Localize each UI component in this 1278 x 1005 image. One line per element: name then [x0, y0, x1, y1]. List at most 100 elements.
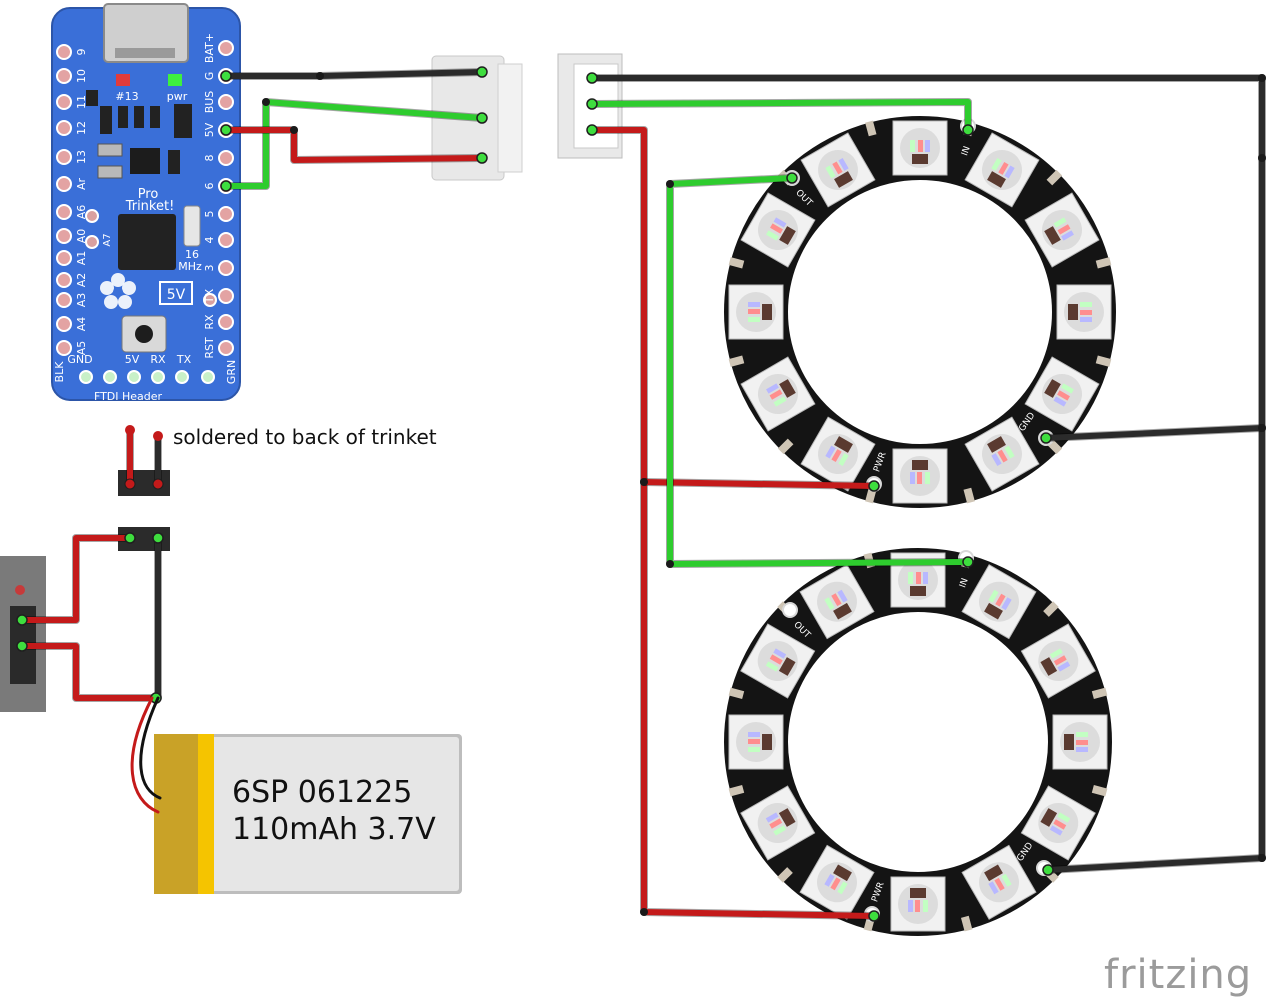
led-die-blue [825, 445, 836, 459]
ring1-out-joint [786, 172, 798, 184]
led-chip [762, 734, 772, 750]
led-die-blue [838, 158, 849, 171]
led-die-red [830, 877, 841, 891]
pin-pad-left-a0 [56, 228, 72, 244]
led-die-blue [773, 648, 787, 659]
led-die-blue [923, 572, 928, 584]
wire-bendpoint [666, 560, 674, 568]
pin-label-right-5: 5 [203, 211, 216, 218]
female-pin-2 [586, 98, 598, 110]
wires [16, 66, 1266, 922]
pin-label-left-a0: A0 [75, 229, 88, 244]
slide-switch[interactable] [0, 556, 46, 712]
ftdi-label-blk: BLK [53, 361, 66, 383]
pin-label-a7: A7 [102, 233, 113, 246]
led-chip [1064, 734, 1074, 750]
crystal-label-2: MHz [178, 260, 202, 273]
pin-label-left-a6: A6 [75, 205, 88, 220]
ring-capacitor [777, 867, 793, 883]
led-die-blue [837, 589, 848, 603]
header-lower-pin-1 [124, 532, 136, 544]
led-die-green [825, 165, 836, 179]
led-die-green [1076, 732, 1088, 737]
ring-capacitor [777, 438, 794, 455]
wire-power-ring1 [641, 479, 877, 489]
battery-lead-black [139, 696, 162, 800]
pin-pad-left-a1 [56, 250, 72, 266]
wire-bendpoint [1258, 154, 1266, 162]
crystal [183, 205, 201, 247]
led-die-blue [1076, 747, 1088, 752]
led-die-green [837, 881, 848, 895]
pin-pad-left-a4 [56, 316, 72, 332]
pin-label-left-a2: A2 [75, 273, 88, 288]
led-die-blue [925, 140, 930, 152]
pin-label-left-12: 12 [75, 121, 88, 135]
pin-pad-left-a3 [56, 292, 72, 308]
wire-bendpoint [262, 98, 270, 106]
header-upper-pin-2 [152, 478, 164, 490]
neopixel-led [961, 564, 1037, 640]
pin-label-left-a3: A3 [75, 293, 88, 308]
led-die-blue [766, 383, 779, 394]
wire-ring1-out-to-ring2-in [667, 175, 971, 567]
pin-pad-right-5 [218, 206, 234, 222]
ring2-gnd-joint [1042, 864, 1054, 876]
pin-label-right-6: 6 [203, 183, 216, 190]
pin-pad-right-3 [218, 260, 234, 276]
led-die-green [748, 317, 760, 322]
ring1-pwr-joint [868, 480, 880, 492]
led-chip [912, 154, 928, 164]
ring-label-in: IN [958, 577, 971, 589]
led-die-green [1061, 383, 1074, 394]
ring1-gnd-joint [1040, 432, 1052, 444]
female-pin-1 [586, 72, 598, 84]
connector-pin-1 [476, 66, 488, 78]
pin-label-left-ar: Ar [75, 178, 88, 191]
pin-label-right-tx: TX [203, 288, 216, 304]
neopixel-led [740, 785, 816, 861]
ring-capacitor [1091, 687, 1108, 700]
led-chip [833, 602, 852, 620]
led-chip [984, 602, 1003, 620]
pin-pad-left-ar [56, 176, 72, 192]
led-chip [987, 436, 1006, 453]
led-die-red [1080, 310, 1092, 315]
wire-bendpoint [290, 126, 298, 134]
ftdi-label-tx: TX [176, 353, 192, 366]
header-red-end [125, 425, 135, 435]
led-die-red [915, 900, 920, 912]
ring-capacitor [728, 687, 745, 700]
led-die-green [988, 589, 999, 603]
connector-pin-2 [476, 112, 488, 124]
wire-bendpoint [1258, 424, 1266, 432]
led-die-red [748, 309, 760, 314]
pin-pad-right-8 [218, 150, 234, 166]
female-pin-3 [586, 124, 598, 136]
pin-label-left-a4: A4 [75, 317, 88, 332]
neopixel-led [1052, 714, 1108, 770]
ring-label-in: IN [960, 145, 973, 157]
led-die-blue [1004, 165, 1015, 179]
led-chip [779, 226, 796, 245]
ring-capacitor [963, 487, 975, 504]
led-chip [833, 864, 852, 882]
neopixel-led [964, 132, 1040, 208]
pin-label-left-9: 9 [75, 49, 88, 56]
pin-6-joint [220, 180, 232, 192]
neopixel-led [892, 448, 948, 504]
led-chip [778, 657, 796, 676]
led-die-red [917, 472, 922, 484]
pwr-led-label: pwr [167, 90, 188, 103]
ring-capacitor [728, 257, 745, 269]
neopixel-led [1024, 356, 1100, 432]
wire-bendpoint [316, 72, 324, 80]
neopixel-led [1024, 192, 1100, 268]
neopixel-led [728, 284, 784, 340]
pin-label-right-8: 8 [203, 155, 216, 162]
led-die-red [832, 161, 843, 175]
ftdi-pad-grn [175, 370, 189, 384]
pin-label-right-bus: BUS [203, 91, 216, 114]
